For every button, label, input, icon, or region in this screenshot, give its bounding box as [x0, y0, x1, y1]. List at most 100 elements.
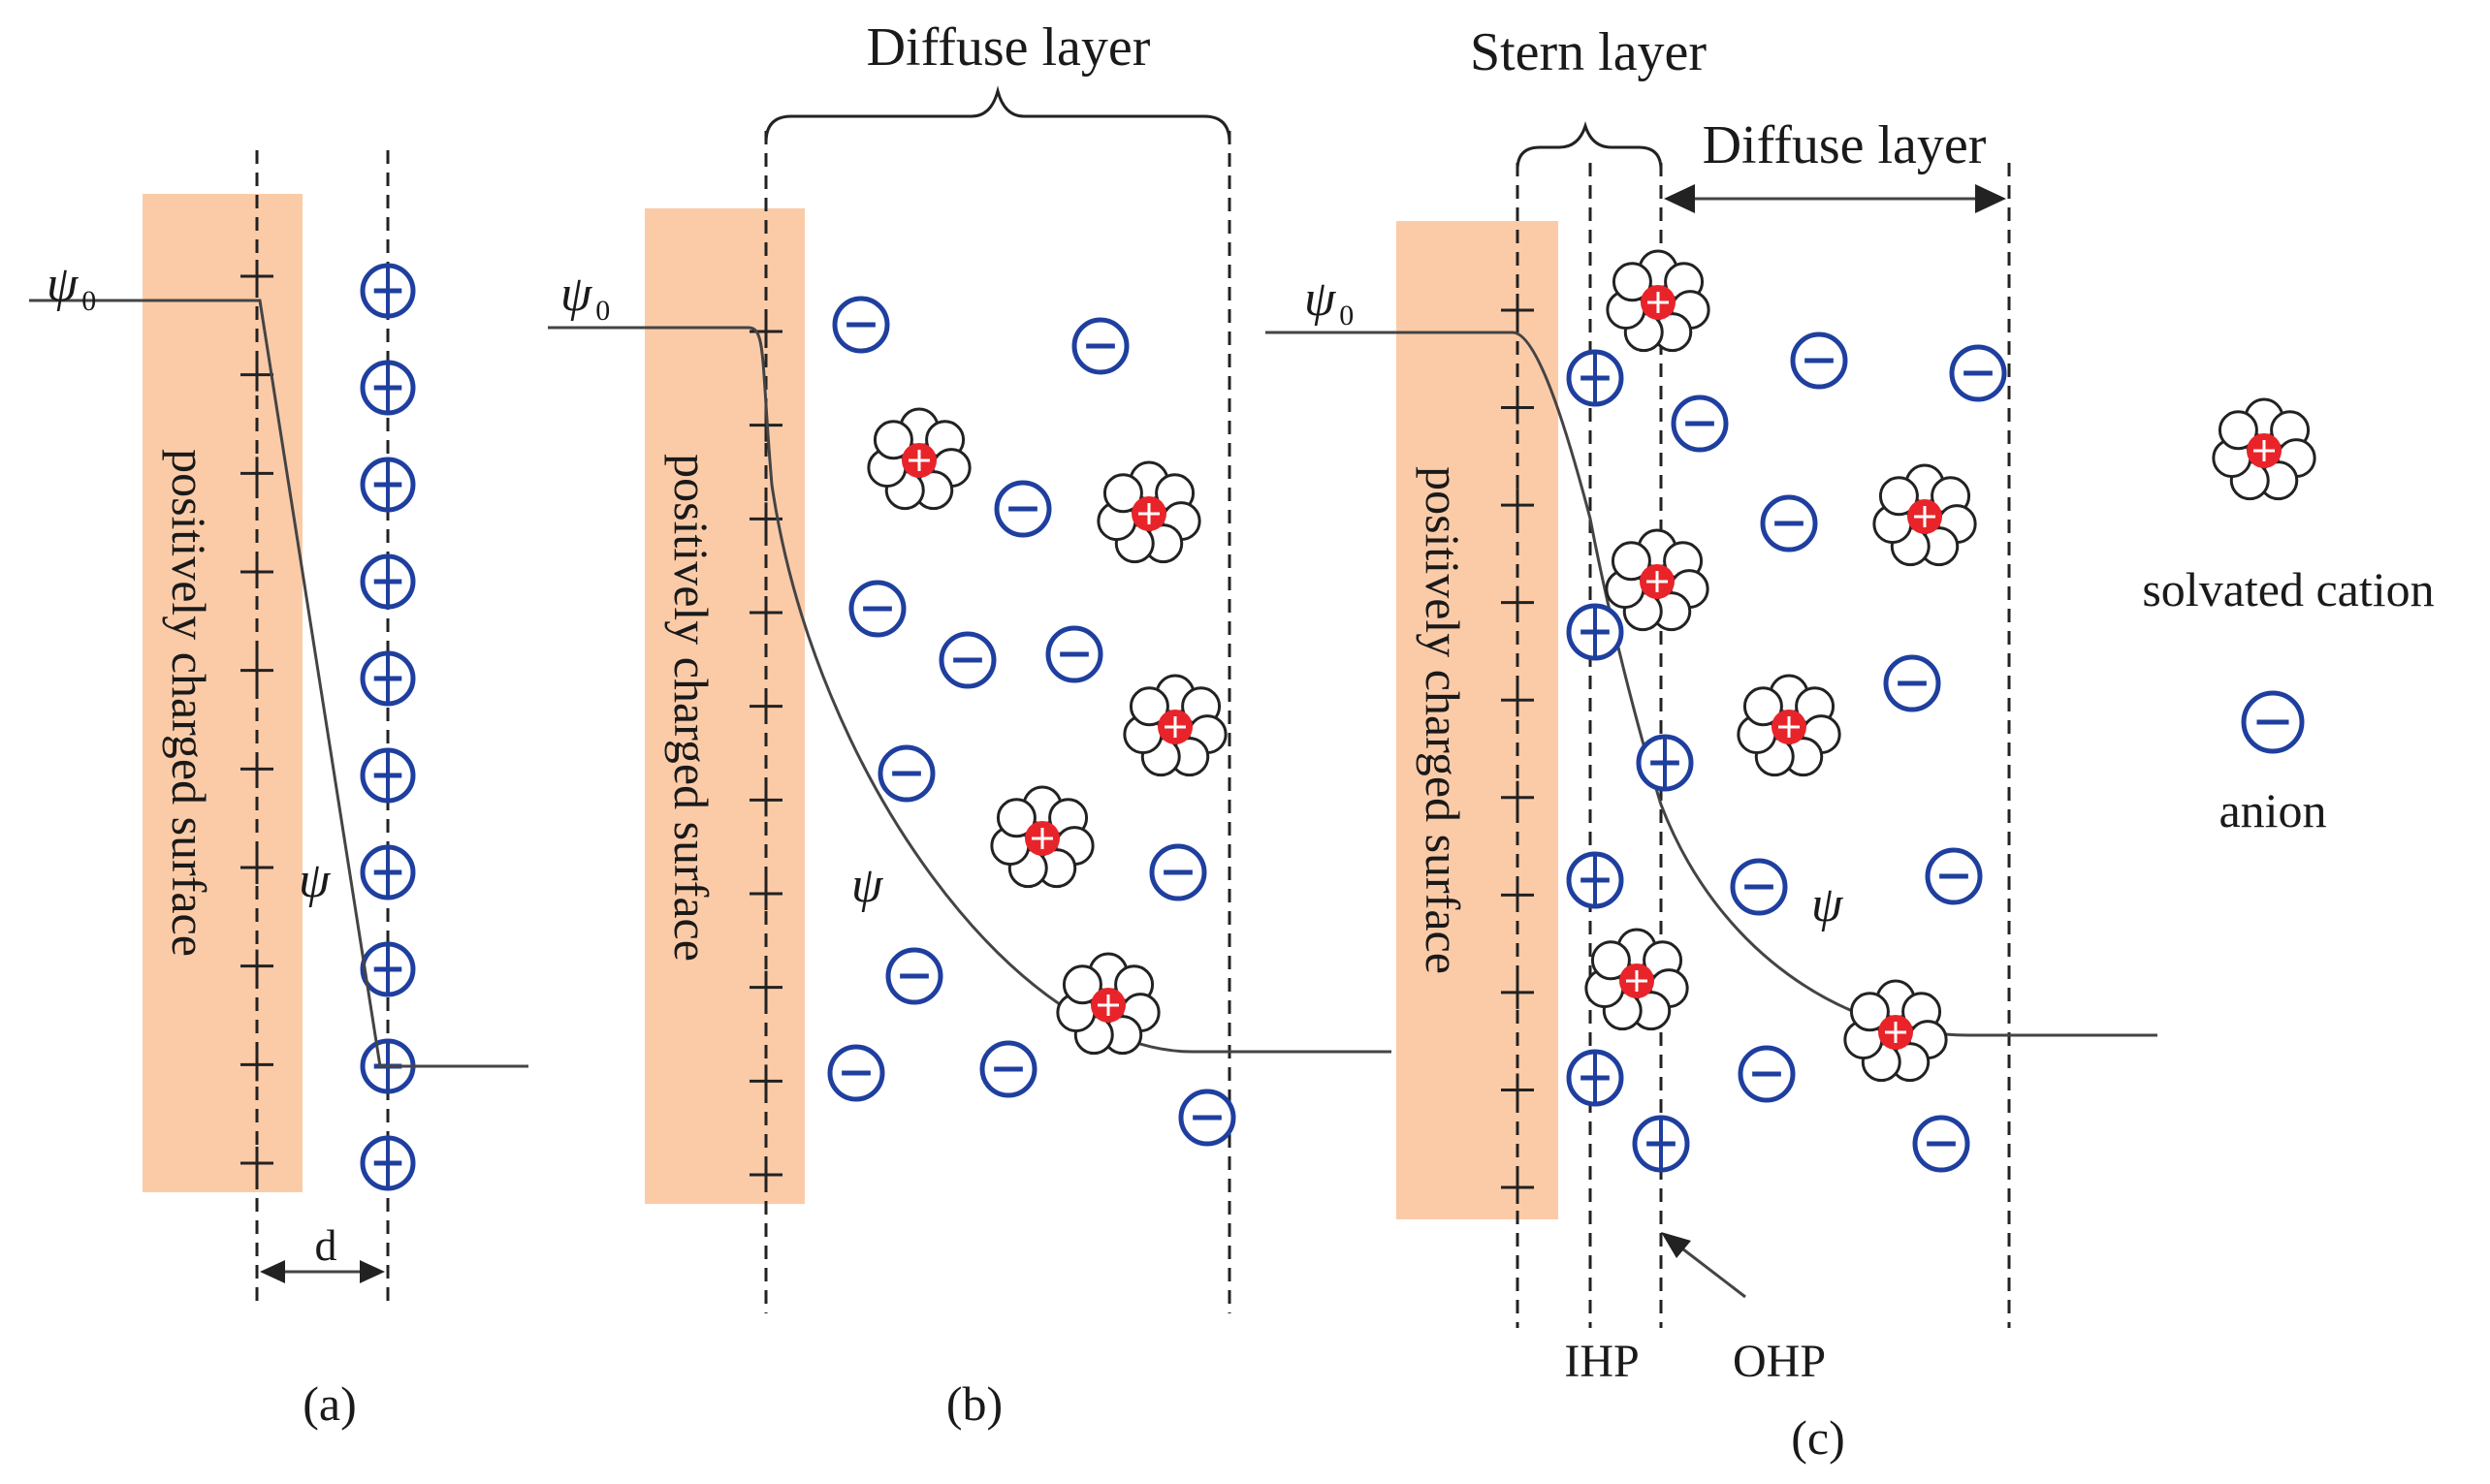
anion-icon — [1738, 1045, 1796, 1103]
anion-icon — [979, 1040, 1038, 1098]
anion-icon — [1925, 847, 1983, 905]
anion-icon — [1566, 1049, 1624, 1107]
anion-icon — [1949, 344, 2007, 402]
solvated-cation-icon — [1123, 674, 1228, 777]
positive-charge-icon — [240, 851, 273, 884]
anion-icon — [1045, 625, 1103, 683]
positive-charge-icon — [240, 457, 273, 490]
panel-b-diffuse-brace — [764, 85, 1231, 143]
anion-icon — [848, 580, 907, 638]
panel-b-cations — [867, 407, 1228, 1056]
panel-a-psi-label: ψ — [299, 853, 332, 908]
panel-c-surface-label: positively charged surface — [1416, 466, 1470, 974]
positive-charge-icon — [1501, 878, 1534, 912]
positive-charge-icon — [750, 970, 782, 1004]
anion-icon — [360, 1135, 416, 1191]
anion-icon — [1566, 603, 1624, 661]
positive-charge-icon — [750, 1064, 782, 1098]
anion-icon — [994, 480, 1052, 538]
panel-c-ohp-pointer-head — [1661, 1232, 1691, 1258]
panel-c-stern-brace — [1516, 121, 1663, 171]
anion-icon — [2241, 690, 2305, 754]
anion-icon — [1149, 843, 1207, 901]
positive-charge-icon — [1501, 683, 1534, 717]
positive-charge-icon — [750, 596, 782, 629]
positive-charge-icon — [1501, 1171, 1534, 1204]
legend-anion-label: anion — [2219, 783, 2326, 837]
solvated-cation-icon — [1872, 463, 1977, 567]
solvated-cation-icon — [1737, 674, 1841, 777]
legend-cation-label: solvated cation — [2142, 562, 2434, 616]
panel-b-diffuse-label: Diffuse layer — [867, 17, 1151, 78]
anion-icon — [1730, 858, 1788, 916]
positive-charge-icon — [240, 555, 273, 588]
anion-icon — [1178, 1089, 1236, 1147]
solvated-cation-icon — [1056, 952, 1161, 1056]
panel-c-surface-charges — [1501, 294, 1534, 1204]
solvated-cation-icon — [1843, 979, 1948, 1083]
solvated-cation-icon — [990, 785, 1095, 889]
positive-charge-icon — [1501, 489, 1534, 522]
anion-icon — [360, 844, 416, 900]
anion-icon — [1636, 734, 1694, 792]
panel-c-cations — [1584, 249, 1977, 1083]
solvated-cation-icon — [1605, 528, 1709, 632]
anion-icon — [1071, 317, 1130, 375]
positive-charge-icon — [240, 949, 273, 983]
anion-icon — [360, 457, 416, 513]
anion-icon — [1632, 1115, 1690, 1173]
panel-c-stern-label: Stern layer — [1470, 22, 1707, 82]
positive-charge-icon — [750, 783, 782, 817]
anion-icon — [360, 263, 416, 319]
panel-a-anion-layer — [360, 263, 416, 1191]
anion-icon — [1671, 395, 1729, 453]
panel-c-surface — [1396, 221, 1558, 1219]
anion-icon — [885, 947, 943, 1005]
anion-icon — [360, 747, 416, 804]
positive-charge-icon — [1501, 1073, 1534, 1107]
legend: solvated cation anion — [2142, 397, 2435, 837]
panel-c-ohp-label: OHP — [1733, 1336, 1826, 1387]
solvated-cation-icon — [2212, 397, 2316, 501]
panel-b: positively charged surface Diffuse layer… — [548, 17, 1391, 1431]
panel-a-surface-charges — [240, 260, 273, 1180]
panel-c-ihp-label: IHP — [1564, 1336, 1639, 1387]
positive-charge-icon — [1501, 585, 1534, 619]
legend-anion-icon — [2241, 690, 2305, 754]
panel-a-caption: (a) — [303, 1376, 357, 1431]
solvated-cation-icon — [1097, 460, 1201, 564]
anion-icon — [1566, 349, 1624, 407]
positive-charge-icon — [240, 1147, 273, 1180]
anion-icon — [1566, 851, 1624, 909]
panel-a-potential-curve — [29, 299, 528, 1068]
panel-c-diffuse-label: Diffuse layer — [1703, 115, 1987, 175]
panel-c-anions — [1566, 332, 2007, 1173]
anion-icon — [1790, 332, 1848, 390]
solvated-cation-icon — [1584, 928, 1689, 1031]
positive-charge-icon — [240, 260, 273, 293]
anion-icon — [832, 296, 890, 354]
panel-a-d-label: d — [315, 1220, 337, 1270]
panel-b-anions — [827, 296, 1236, 1147]
panel-c-diffuse-arrowhead-left — [1664, 184, 1695, 213]
anion-icon — [360, 360, 416, 416]
panel-a-d-arrowhead-right — [360, 1260, 385, 1283]
positive-charge-icon — [750, 877, 782, 910]
solvated-cation-icon — [1606, 249, 1710, 353]
panel-b-caption: (b) — [946, 1376, 1003, 1431]
anion-icon — [1760, 494, 1818, 553]
anion-icon — [939, 631, 997, 689]
anion-icon — [360, 941, 416, 997]
panel-c-psi-label: ψ — [1811, 877, 1844, 932]
panel-c-ohp-pointer — [1674, 1241, 1746, 1299]
positive-charge-icon — [1501, 780, 1534, 814]
positive-charge-icon — [240, 358, 273, 392]
panel-c-caption: (c) — [1791, 1410, 1845, 1465]
panel-c-diffuse-arrowhead-right — [1975, 184, 2006, 213]
legend-cation-icon — [2212, 397, 2316, 501]
